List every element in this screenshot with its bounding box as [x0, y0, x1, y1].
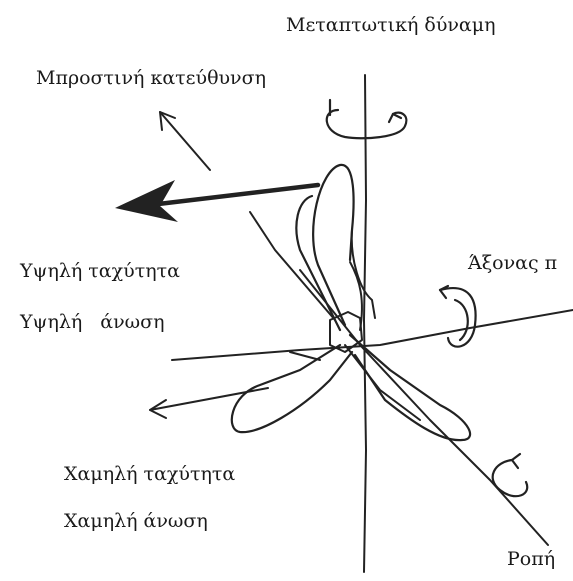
precession-rotation-arrow — [325, 98, 408, 140]
axis-rotation-arrow — [438, 284, 477, 348]
torque-label: Ροπή — [507, 548, 556, 570]
high-speed-label: Υψηλή ταχύτητα — [20, 260, 180, 282]
high-lift-word2: άνωση — [100, 311, 165, 333]
forward-direction-arrow — [159, 111, 211, 171]
horizontal-axis-line — [171, 309, 573, 361]
high-lift-label: Υψηλή άνωση — [20, 313, 165, 332]
vertical-axis-line — [363, 74, 367, 573]
high-lift-word1: Υψηλή — [20, 311, 83, 333]
low-speed-arrow — [149, 387, 269, 419]
low-speed-label: Χαμηλή ταχύτητα — [64, 463, 236, 485]
torque-rotation-arrow — [491, 452, 529, 498]
low-lift-label: Χαμηλή άνωση — [64, 510, 208, 532]
diagonal-axis-line — [299, 269, 549, 546]
propeller-blades — [230, 163, 472, 442]
high-speed-arrow — [115, 180, 321, 222]
axis-label: Άξονας π — [468, 252, 558, 274]
forward-direction-label: Μπροστινή κατεύθυνση — [36, 67, 266, 89]
precession-force-label: Μεταπτωτική δύναμη — [286, 14, 496, 36]
